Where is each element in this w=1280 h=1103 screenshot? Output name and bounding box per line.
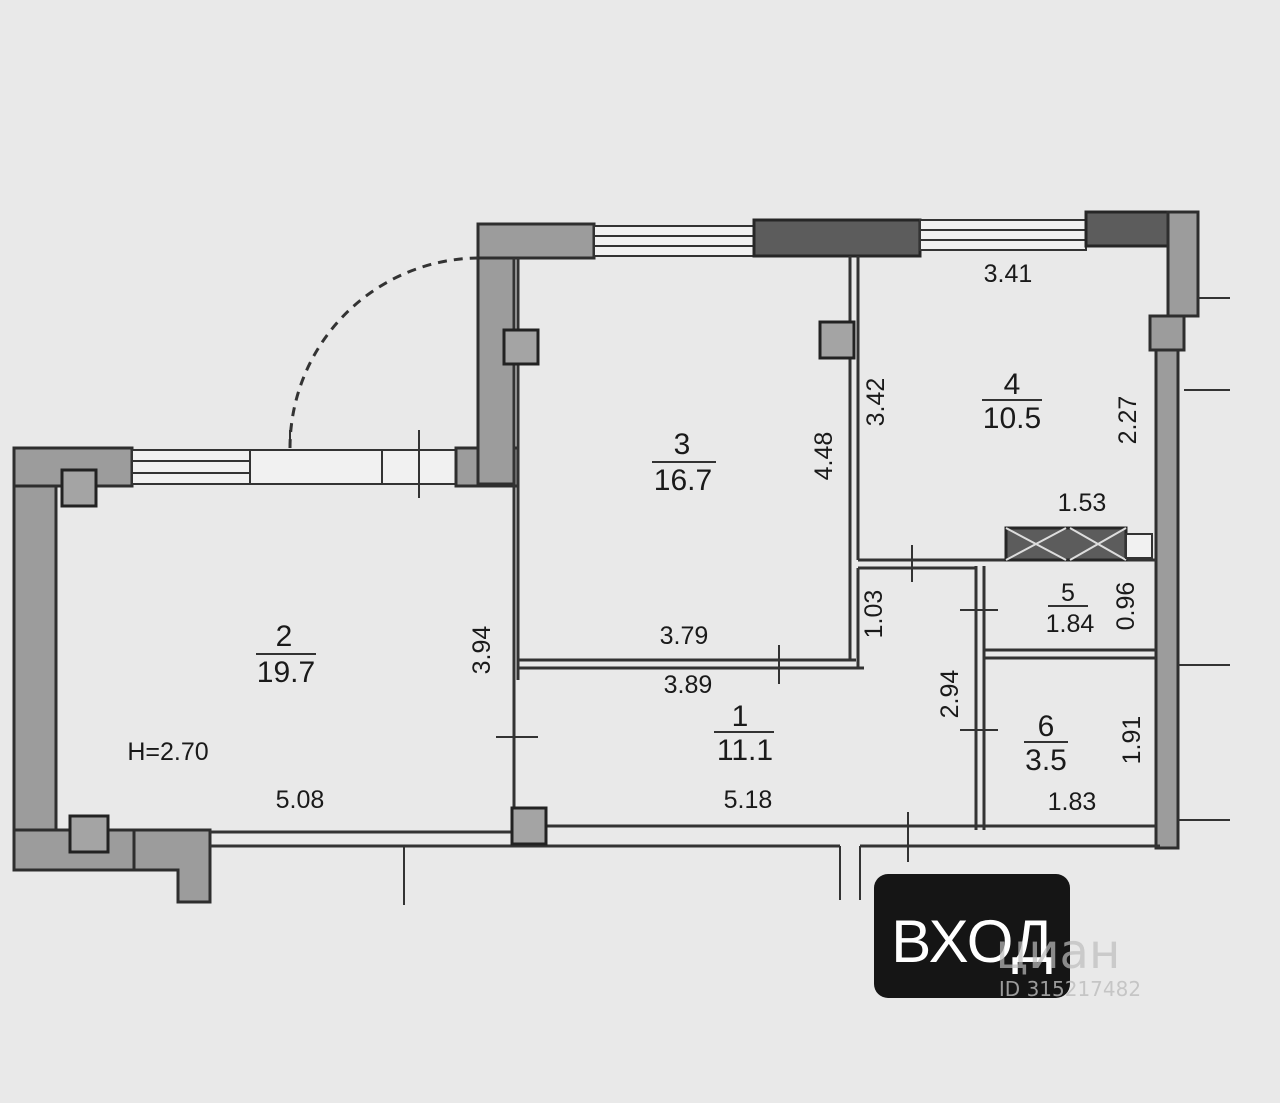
dim-r4-right: 2.27	[1114, 396, 1142, 445]
dim-r4-bottom: 1.53	[1058, 489, 1107, 517]
dim-r2-right: 3.94	[468, 626, 496, 675]
column-r1	[510, 806, 548, 846]
dim-r6-right: 1.91	[1118, 716, 1146, 765]
window-room3	[593, 225, 755, 257]
watermark-id: ID 315217482	[999, 977, 1141, 1001]
vent-shaft	[1004, 526, 1128, 562]
dim-r1-right: 2.94	[936, 670, 964, 719]
room-5-label: 5 1.84	[1046, 579, 1095, 638]
vent-cross-2	[1005, 527, 1067, 561]
vent-cross-4	[1069, 527, 1127, 561]
dim-r1-top: 3.89	[664, 671, 713, 699]
room-3-area: 16.7	[654, 464, 712, 497]
dim-r1-bottom: 5.18	[724, 786, 773, 814]
south-west-wall-stub	[132, 828, 212, 904]
column-sw	[68, 814, 110, 854]
dim-r6-bottom: 1.83	[1048, 788, 1097, 816]
window-room2-a	[131, 449, 251, 485]
entry-label: ВХОД	[891, 908, 1052, 975]
room-6-number: 6	[1038, 710, 1055, 743]
room-2-area: 19.7	[257, 656, 315, 689]
room-2-number: 2	[276, 620, 293, 653]
north-wall-dark-segment	[752, 218, 922, 258]
watermark-brand: циан	[996, 924, 1121, 980]
east-wall	[1154, 348, 1180, 850]
window-room2-b	[249, 449, 383, 485]
balcony-door-swing	[288, 256, 479, 449]
room-2-label: 2 19.7	[256, 620, 316, 689]
dim-r4-left: 3.42	[862, 378, 890, 427]
dim-r2-bottom: 5.08	[276, 786, 325, 814]
west-wall	[12, 446, 58, 872]
dim-r4-top: 3.41	[984, 260, 1033, 288]
dim-r5-right: 0.96	[1112, 582, 1140, 631]
room-6-label: 6 3.5	[1024, 710, 1068, 777]
room3-north-wall	[476, 222, 596, 260]
window-room4	[919, 219, 1087, 251]
room-3-number: 3	[674, 428, 691, 461]
entry-badge: ВХОД	[874, 874, 1070, 998]
entry-badge-bg	[874, 874, 1070, 998]
vent-small-box	[1125, 533, 1153, 559]
room-6-area: 3.5	[1025, 744, 1067, 777]
room-5-number: 5	[1061, 579, 1075, 607]
room-3-label: 3 16.7	[652, 428, 716, 497]
column-r3-west	[502, 328, 540, 366]
east-wall-upper	[1166, 210, 1200, 318]
room-4-label: 4 10.5	[982, 368, 1042, 435]
east-wall-notch	[1148, 314, 1186, 352]
dim-corridor: 1.03	[860, 590, 888, 639]
column-nw	[60, 468, 98, 508]
room-1-label: 1 11.1	[714, 700, 774, 767]
room-5-area: 1.84	[1046, 610, 1095, 638]
ceiling-height: H=2.70	[127, 738, 208, 766]
column-r3-east	[818, 320, 856, 360]
dim-r3-right: 4.48	[810, 432, 838, 481]
dim-r3-bottom: 3.79	[660, 622, 709, 650]
room-4-area: 10.5	[983, 402, 1041, 435]
room-4-number: 4	[1004, 368, 1021, 401]
room-1-area: 11.1	[717, 734, 773, 767]
room-1-number: 1	[732, 700, 749, 733]
